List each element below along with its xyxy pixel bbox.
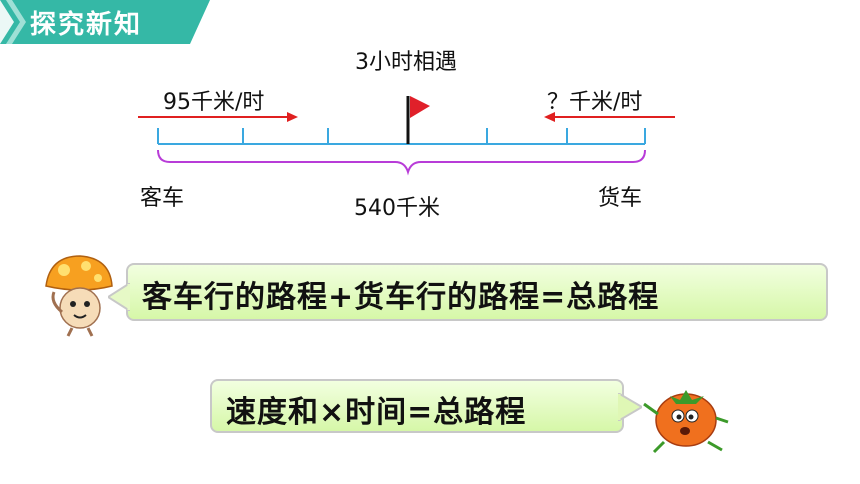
bus-speed-arrow	[138, 112, 298, 122]
header-banner: 探究新知	[0, 0, 860, 44]
formula-sum-text: 客车行的路程+货车行的路程=总路程	[142, 280, 660, 315]
distance-line	[157, 128, 646, 145]
bubble-tail	[108, 283, 130, 311]
meet-time-label: 3小时相遇	[355, 50, 457, 75]
formula-bubble-sum: 客车行的路程+货车行的路程=总路程	[108, 263, 828, 321]
banner-shape	[0, 0, 210, 44]
truck-speed-arrow	[544, 112, 675, 122]
bus-label: 客车	[140, 186, 185, 211]
formula-bubble-speed: 速度和×时间=总路程	[210, 379, 642, 433]
bubble-tail	[618, 393, 642, 421]
truck-label: 货车	[598, 186, 643, 211]
formula-speed-text: 速度和×时间=总路程	[226, 395, 527, 430]
bus-speed-label: 95千米/时	[163, 90, 265, 115]
truck-speed-label: ？千米/时	[547, 90, 643, 115]
mushroom-character-icon	[40, 252, 114, 338]
meeting-flag-icon	[406, 96, 430, 144]
section-title: 探究新知	[30, 10, 143, 40]
tomato-character-icon	[636, 384, 732, 456]
total-distance-label: 540千米	[354, 196, 440, 221]
total-brace	[157, 149, 646, 176]
